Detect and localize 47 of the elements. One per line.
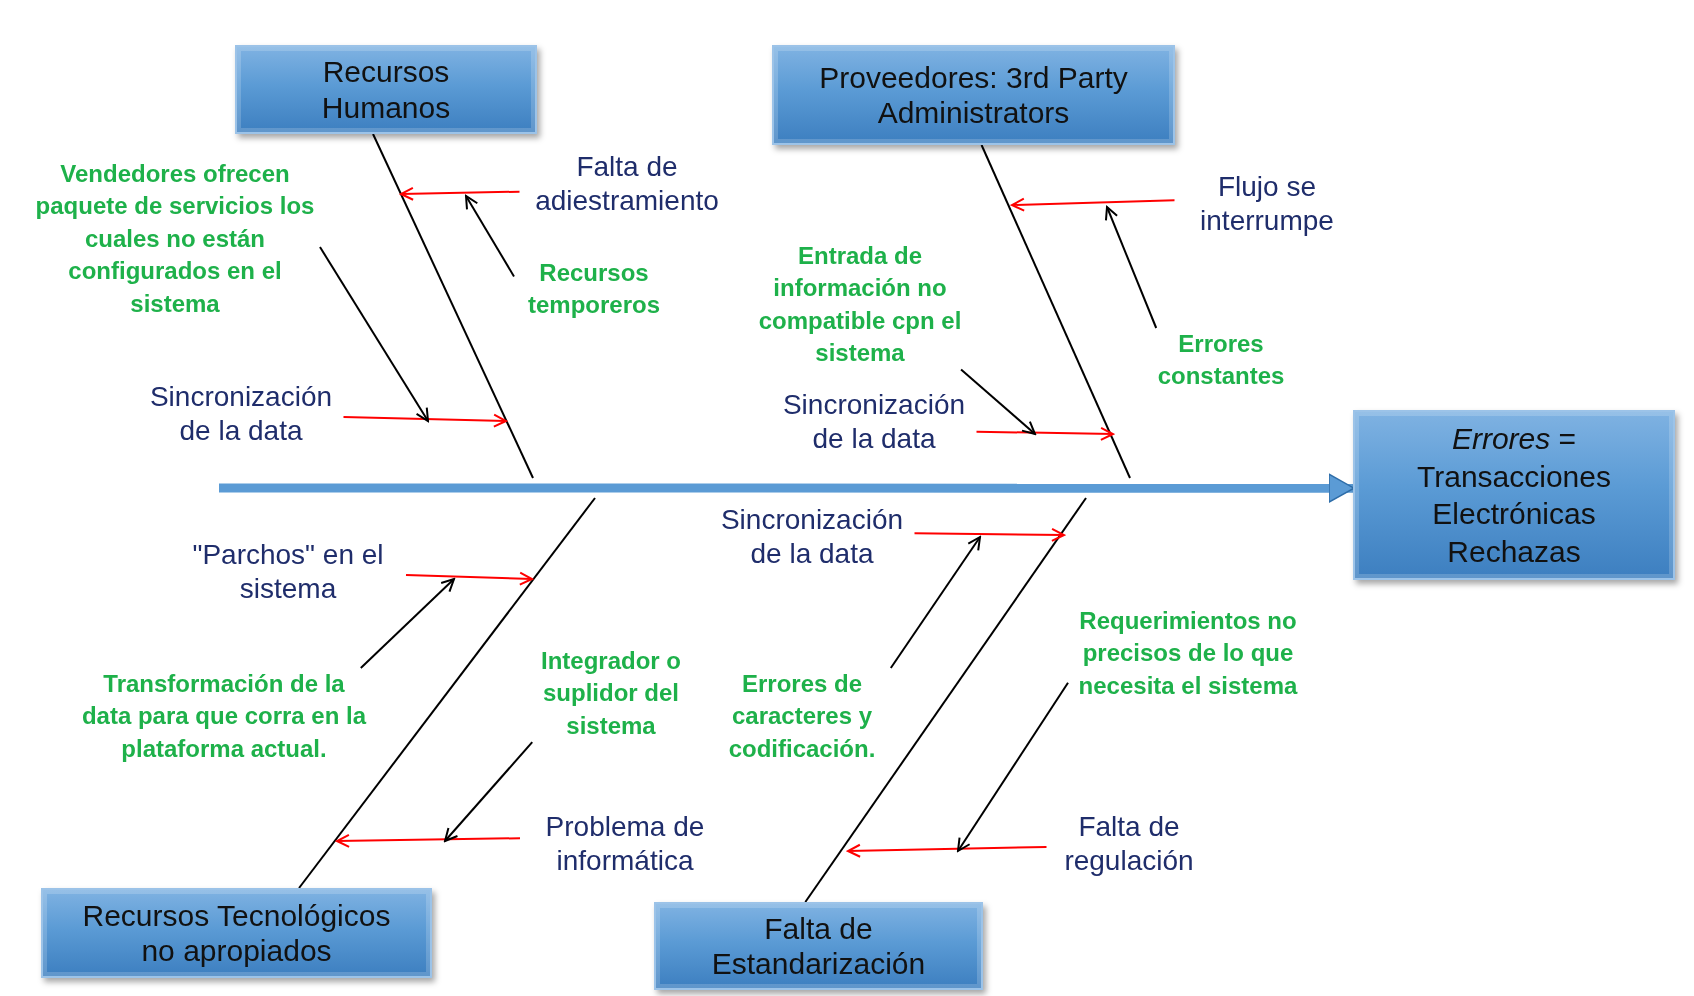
cause-label: Falta de regulación — [1046, 810, 1212, 878]
arrow — [319, 246, 429, 422]
fishbone-line — [372, 133, 534, 479]
fishbone-line — [298, 497, 596, 889]
sub-cause-label: Requerimientos no precisos de lo que necesita el sistema — [1068, 605, 1308, 703]
arrow — [405, 571, 533, 586]
cause-label: Sincronización de la data — [709, 503, 915, 571]
sub-cause-label: Errores de caracteres y codificación. — [709, 668, 895, 766]
arrow — [960, 368, 1036, 435]
sub-cause-label: Recursos temporeros — [514, 257, 674, 322]
sub-cause-label: Vendedores ofrecen paquete de servicios los cuales no están configurados en el sistema — [30, 158, 320, 320]
fishbone-line — [980, 144, 1131, 479]
arrow — [444, 741, 534, 842]
category-box — [235, 45, 537, 134]
arrow — [465, 195, 515, 278]
box-title: Falta de Estandarización — [710, 910, 927, 982]
arrow — [342, 413, 507, 428]
category-box — [654, 902, 983, 990]
arrow — [975, 426, 1114, 441]
fishbone-line — [804, 497, 1087, 903]
spine-arrow — [219, 473, 1355, 503]
effect-box — [1353, 410, 1675, 580]
cause-label: Sincronización de la data — [138, 380, 344, 448]
arrow — [359, 578, 455, 669]
cause-label: Problema de informática — [520, 810, 730, 878]
arrow — [400, 186, 521, 201]
sub-cause-label: Entrada de información no compatible cpn el sistema — [752, 240, 968, 370]
category-box — [772, 45, 1175, 145]
sub-cause-label: Errores constantes — [1140, 328, 1302, 393]
sub-cause-label: Integrador o suplidor del sistema — [523, 645, 699, 743]
box-title: Recursos Tecnológicos no apropiados — [81, 897, 392, 969]
cause-label: Falta de adiestramiento — [519, 150, 735, 218]
arrow — [1011, 197, 1176, 212]
arrow — [957, 681, 1069, 852]
box-title: Errores = Transacciones Electrónicas Rechazas — [1416, 421, 1612, 570]
arrow — [889, 536, 981, 669]
sub-cause-label: Transformación de la data para que corra en la plataforma actual. — [81, 668, 367, 766]
arrow — [1104, 206, 1158, 329]
cause-label: Flujo se interrumpe — [1174, 170, 1360, 238]
box-title: Proveedores: 3rd Party Administrators — [818, 59, 1129, 131]
cause-label: Sincronización de la data — [771, 388, 977, 456]
box-title: Recursos Humanos — [320, 54, 452, 125]
category-box — [41, 888, 432, 978]
arrow — [913, 527, 1065, 542]
arrow — [336, 833, 521, 848]
arrow — [847, 843, 1048, 858]
cause-label: "Parchos" en el sistema — [170, 538, 406, 606]
